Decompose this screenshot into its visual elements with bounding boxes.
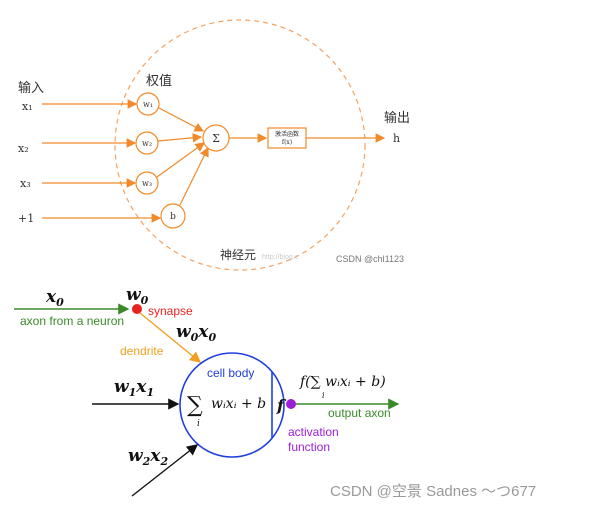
activation-label-1: activation xyxy=(288,425,339,439)
weight-w0: w0 xyxy=(126,285,149,307)
neuron-label: 神经元 xyxy=(220,248,256,262)
axon-label: axon from a neuron xyxy=(20,314,124,328)
weight-w2-node xyxy=(135,131,159,155)
footer-watermark: CSDN @空景 Sadnes 〜つ677 xyxy=(330,483,536,500)
input-x3: x₃ xyxy=(20,177,31,190)
f-symbol: f xyxy=(276,396,287,415)
arrow-w3-sum xyxy=(156,142,205,178)
top-neuron-diagram: 输入 权值 输出 神经元 x₁ x₂ x₃ +1 w₁ w₂ w₃ b Σ xyxy=(18,19,410,271)
w2x2-label: w2x2 xyxy=(128,446,168,468)
output-formula: f(∑ wᵢxᵢ + b) xyxy=(299,374,386,390)
input-x2: x₂ xyxy=(18,142,29,155)
weight-label: 权值 xyxy=(146,73,172,89)
watermark-url: http://blog.c xyxy=(262,254,299,261)
weight-w3: w₃ xyxy=(142,179,152,188)
activation-box-label: 激活函数 xyxy=(275,130,299,138)
dendrite-arrow xyxy=(139,312,202,363)
input-bias: +1 xyxy=(18,212,34,225)
output-label: 输出 xyxy=(384,110,410,126)
dendrite-label: dendrite xyxy=(120,344,164,358)
weight-w1-node xyxy=(136,92,160,116)
cell-body xyxy=(179,352,285,458)
weight-w1: w₁ xyxy=(143,100,153,109)
sum-body: wᵢxᵢ + b xyxy=(211,396,266,412)
w1x1-label: w1x1 xyxy=(114,377,154,399)
weight-w3-node xyxy=(135,171,159,195)
bias-node xyxy=(160,203,186,229)
activation-label-2: function xyxy=(288,440,330,454)
output-formula-index: i xyxy=(322,391,325,400)
synapse-label: synapse xyxy=(148,304,193,318)
weight-w2: w₂ xyxy=(142,139,152,148)
sum-sigma: ∑ xyxy=(187,393,203,418)
arrow-w1-sum xyxy=(158,107,205,132)
weight-b: b xyxy=(170,212,176,222)
w2x2-arrow xyxy=(131,444,199,497)
arrow-b-sum xyxy=(179,146,209,206)
synapse-dot xyxy=(132,304,142,314)
output-axon-label: output axon xyxy=(328,406,391,420)
bottom-neuron-diagram: x0 w0 axon from a neuron synapse w0x0 de… xyxy=(14,285,400,497)
arrow-w2-sum xyxy=(157,132,203,143)
output-h: h xyxy=(393,132,400,145)
activation-box-fx: f(x) xyxy=(282,139,292,146)
sum-symbol: Σ xyxy=(212,132,220,145)
input-label: 输入 xyxy=(18,80,44,96)
neuron-boundary xyxy=(114,19,366,271)
activation-dot xyxy=(286,399,296,409)
input-x0: x0 xyxy=(45,287,64,309)
cell-body-label: cell body xyxy=(207,366,254,380)
input-x1: x₁ xyxy=(22,100,33,113)
watermark-csdn-top: CSDN @chl1123 xyxy=(336,254,404,264)
w0x0-label: w0x0 xyxy=(176,322,216,344)
sum-index: i xyxy=(197,419,200,429)
